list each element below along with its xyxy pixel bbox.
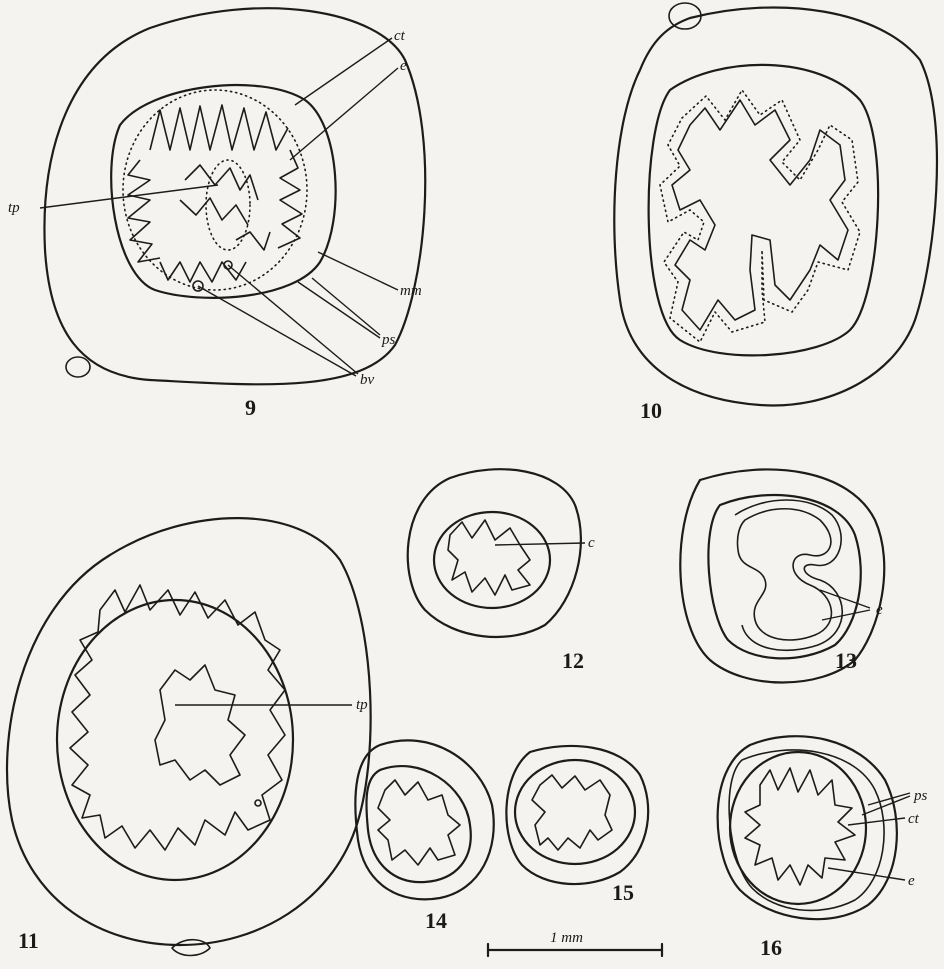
figure-11: tp 11 xyxy=(7,518,371,955)
fig11-small-vessel xyxy=(255,800,261,806)
fig16-label-e: e xyxy=(908,873,915,889)
fig13-lumen-folds xyxy=(737,509,831,640)
figure-15: 15 xyxy=(506,746,648,905)
fig10-lumen-folds xyxy=(672,100,848,330)
fig16-lumen-folds xyxy=(745,768,855,885)
fig15-number: 15 xyxy=(612,880,634,905)
fig9-outer-nub xyxy=(66,357,90,377)
fig16-leader-e xyxy=(828,868,905,880)
figure-9: ct e tp mm ps bv 9 xyxy=(8,8,425,420)
fig15-lumen-folds xyxy=(532,775,612,850)
fig9-label-bv: bv xyxy=(360,372,375,388)
fig11-muscularis-layer xyxy=(57,600,293,880)
fig13-label-e: e xyxy=(876,602,883,618)
fig12-number: 12 xyxy=(562,648,584,673)
fig9-inner-dots xyxy=(206,160,250,250)
fig11-label-tp: tp xyxy=(356,697,368,713)
fig16-leader-ps-2 xyxy=(862,796,910,815)
fig11-central-fold xyxy=(155,665,245,785)
fig14-number: 14 xyxy=(425,908,447,933)
fig11-number: 11 xyxy=(18,928,39,953)
scale-bar-label: 1 mm xyxy=(550,930,583,946)
fig9-number: 9 xyxy=(245,395,256,420)
figure-13: e 13 xyxy=(680,469,884,682)
fig11-outer-wall xyxy=(7,518,371,945)
fig16-label-ct: ct xyxy=(908,811,920,827)
fig10-outer-wall xyxy=(614,7,937,405)
fig16-number: 16 xyxy=(760,935,782,960)
fig12-muscularis-layer xyxy=(434,512,550,608)
fig16-serosa-layer xyxy=(729,750,884,910)
fig9-outer-wall xyxy=(44,8,425,384)
figure-12: c 12 xyxy=(408,469,595,673)
figure-14: 14 xyxy=(355,740,493,933)
fig13-leader-e-2 xyxy=(822,610,870,620)
fig10-number: 10 xyxy=(640,398,662,423)
figure-10: 10 xyxy=(614,3,937,423)
fig9-label-mm: mm xyxy=(400,283,422,299)
fig9-label-ps: ps xyxy=(381,332,396,348)
fig13-number: 13 xyxy=(835,648,857,673)
scale-bar: 1 mm xyxy=(488,930,662,956)
fig16-outer-wall xyxy=(718,736,897,919)
fig14-outer-wall xyxy=(355,740,493,899)
fig11-outer-nub xyxy=(172,940,210,956)
fig13-muscularis-layer xyxy=(708,495,860,658)
fig12-lumen-folds xyxy=(448,520,530,595)
fig12-label-c: c xyxy=(588,535,595,551)
fig16-label-ps: ps xyxy=(913,788,928,804)
figure-16: ps ct e 16 xyxy=(718,736,928,960)
fig9-label-tp: tp xyxy=(8,200,20,216)
fig10-submucosa-dots xyxy=(660,90,860,342)
fig9-label-e: e xyxy=(400,58,407,74)
fig9-label-ct: ct xyxy=(394,28,406,44)
fig9-leader-lines xyxy=(40,38,398,376)
fig12-leader-c xyxy=(495,543,585,545)
fig11-lumen-folds xyxy=(70,585,285,850)
fig14-lumen-folds xyxy=(378,780,460,865)
